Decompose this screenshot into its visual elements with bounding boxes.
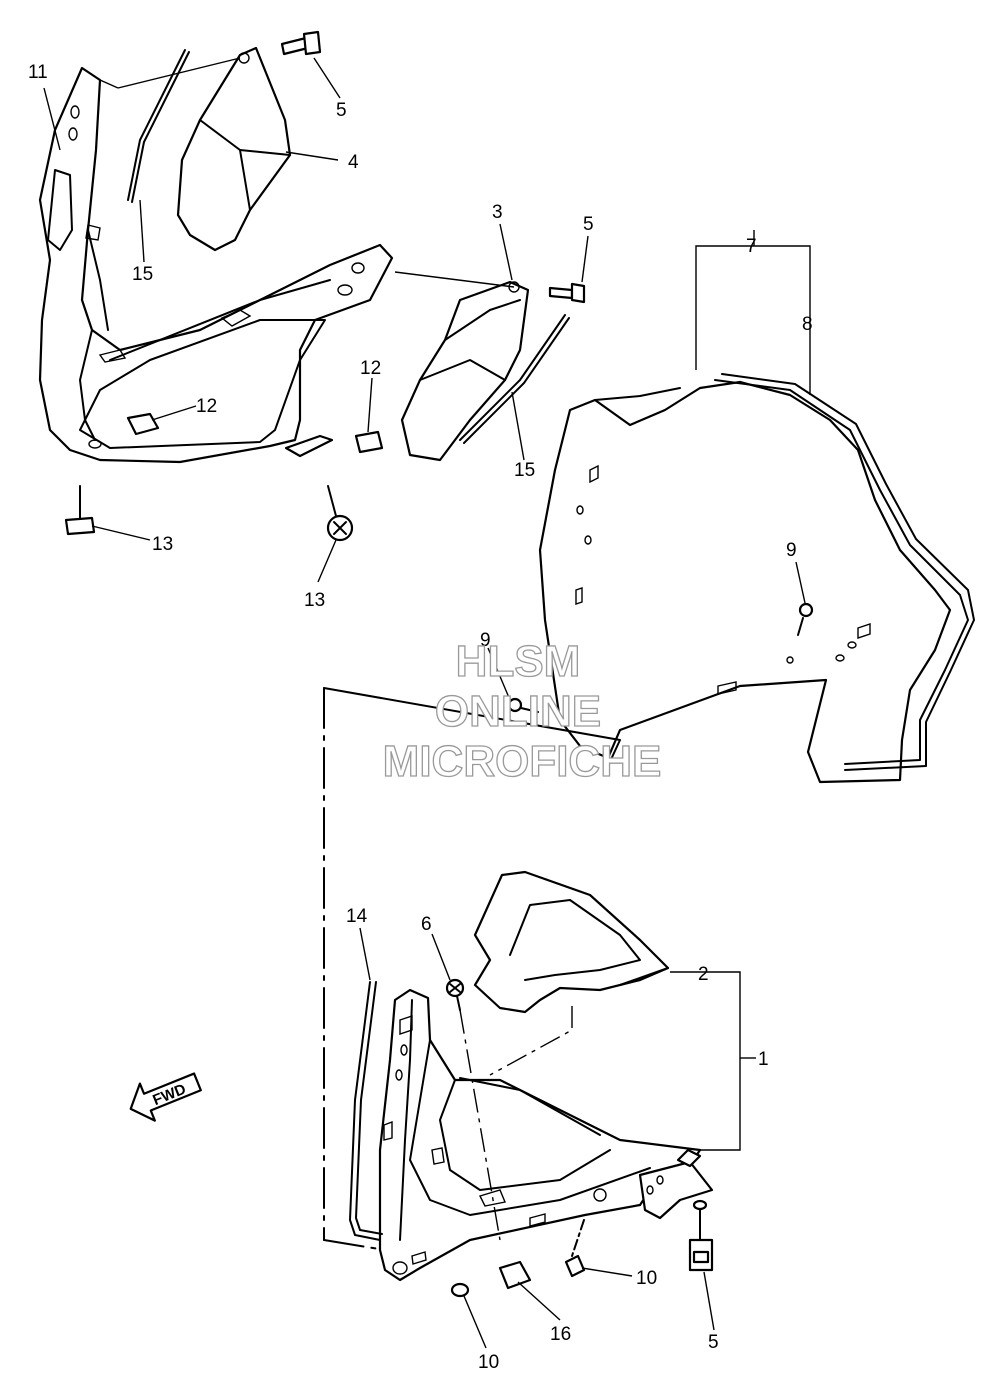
- callout-3: 3: [492, 202, 503, 223]
- leader-lines: [43, 57, 811, 1349]
- callout-10-bottom: 10: [478, 1352, 499, 1373]
- callout-13-bottom: 13: [304, 590, 325, 611]
- callout-2: 2: [698, 964, 709, 985]
- dashdot-guides: [489, 1006, 573, 1076]
- inner-panel-part-4: [117, 46, 292, 252]
- windscreen-part: [538, 373, 975, 784]
- fairing-tab-part: [638, 1148, 714, 1220]
- callout-7: 7: [746, 236, 757, 257]
- clip-part-16: [498, 1260, 532, 1290]
- callout-9-left: 9: [480, 630, 491, 651]
- callout-4: 4: [348, 152, 359, 173]
- bolt-part-5c: [688, 1199, 714, 1272]
- callout-15-middle: 15: [514, 460, 535, 481]
- fwd-arrow-text: FWD: [150, 1081, 188, 1110]
- assembly-outline: [323, 687, 621, 1251]
- screw-part-9: [507, 602, 814, 713]
- callout-8: 8: [802, 314, 813, 335]
- strip-part-15a: [127, 49, 190, 203]
- upper-fairing-part: [378, 988, 702, 1282]
- callout-12-right: 12: [360, 358, 381, 379]
- callout-1: 1: [758, 1049, 769, 1070]
- callout-15-upper: 15: [132, 264, 153, 285]
- strip-part-15b: [459, 314, 570, 444]
- callout-5-middle: 5: [583, 214, 594, 235]
- callout-14: 14: [346, 906, 368, 927]
- screw-part-6: [445, 978, 501, 1241]
- watermark-line-3: MICROFICHE: [383, 737, 662, 786]
- callout-5-top: 5: [336, 100, 347, 121]
- fwd-arrow: FWD: [129, 1072, 202, 1122]
- cover-part-2: [473, 870, 670, 1014]
- callout-13-left: 13: [152, 534, 173, 555]
- callout-11: 11: [28, 62, 48, 83]
- callout-5-bottom: 5: [708, 1332, 719, 1353]
- side-cowling-part: [38, 66, 394, 464]
- strip-part-14: [349, 981, 383, 1241]
- callout-16: 16: [550, 1324, 571, 1345]
- bolt-part-5b: [548, 282, 586, 304]
- watermark-line-2: ONLINE: [435, 687, 601, 736]
- bolt-part-5a: [280, 30, 322, 56]
- callout-12-left: 12: [196, 396, 217, 417]
- grommet-part-10: [450, 1219, 586, 1298]
- callout-labels: 11 5 4 15 3 5 7 8 12 12 15 13 13 9 9 14 …: [28, 62, 813, 1373]
- callout-9-right: 9: [786, 540, 797, 561]
- watermark: HLSM ONLINE MICROFICHE: [382, 636, 662, 786]
- callout-6: 6: [421, 914, 432, 935]
- screw-part-13: [64, 485, 354, 542]
- clip-part-12: [126, 412, 384, 458]
- inner-panel-part-3: [394, 271, 530, 462]
- watermark-line-1: HLSM: [456, 637, 581, 686]
- callout-10-right: 10: [636, 1268, 657, 1289]
